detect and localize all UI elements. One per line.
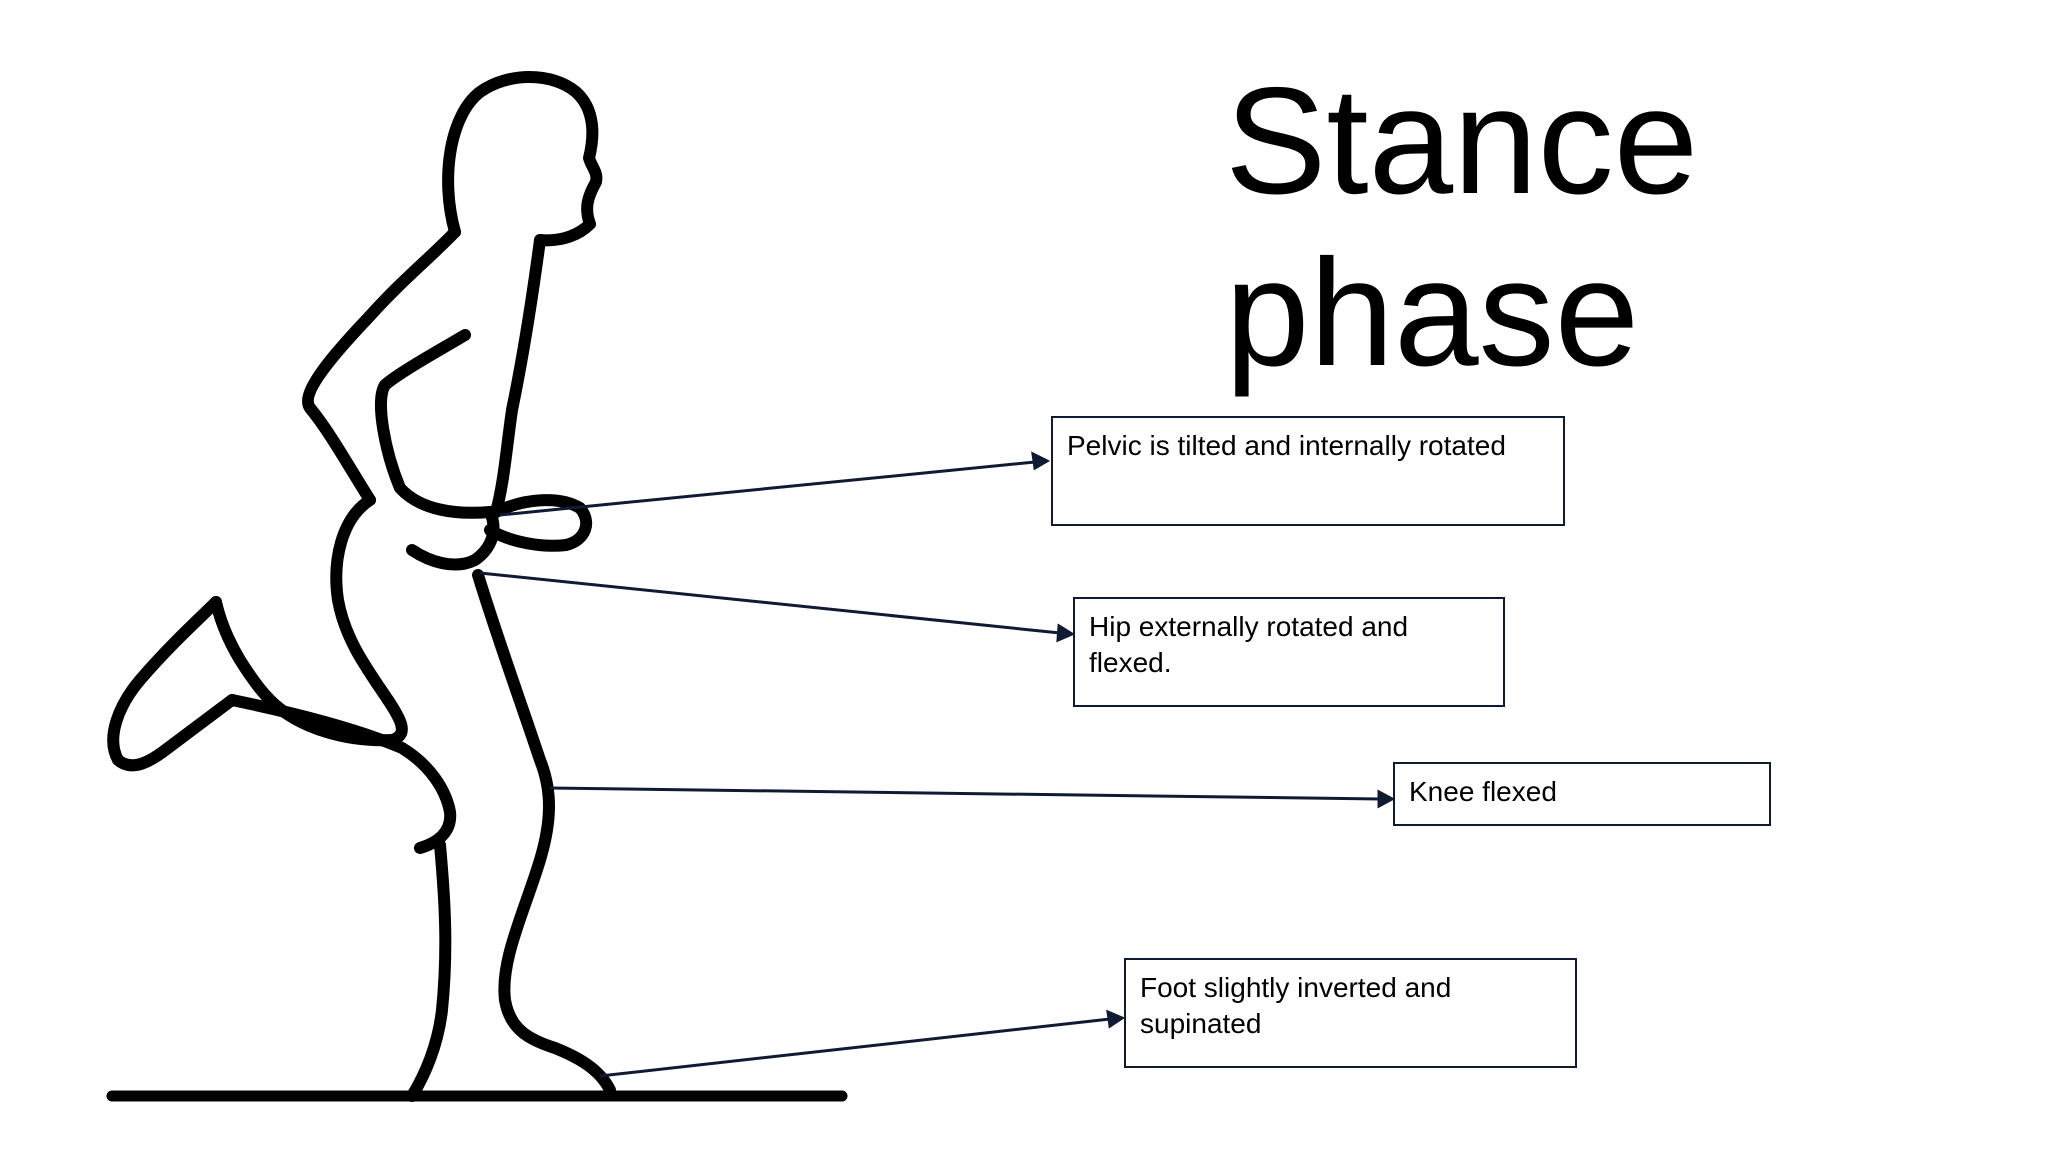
runner-fist	[484, 494, 593, 552]
slide-title: Stance phase	[1225, 55, 1745, 399]
runner-head	[442, 71, 603, 247]
runner-support-leg-back	[406, 839, 452, 1102]
runner-chest	[490, 234, 546, 518]
title-line-1: Stance	[1225, 56, 1699, 226]
hip-callout-arrowhead	[1056, 623, 1076, 643]
runner-arm	[374, 329, 496, 519]
knee-callout-line	[549, 786, 1381, 801]
runner-support-leg-front	[472, 569, 616, 1096]
foot-label-box: Foot slightly inverted and supinated	[1124, 958, 1577, 1068]
foot-callout-line	[599, 1017, 1111, 1078]
pelvis-label-box: Pelvic is tilted and internally rotated	[1051, 416, 1565, 526]
pelvis-label: Pelvic is tilted and internally rotated	[1067, 430, 1506, 461]
knee-label: Knee flexed	[1409, 776, 1557, 807]
pelvis-callout-line	[499, 460, 1036, 517]
hip-label: Hip externally rotated and flexed.	[1089, 611, 1409, 678]
foot-callout-arrowhead	[1106, 1009, 1126, 1029]
runner-rear-shin	[107, 596, 238, 772]
pelvis-callout-arrowhead	[1031, 451, 1051, 471]
foot-label: Foot slightly inverted and supinated	[1140, 972, 1452, 1039]
runner-back	[302, 226, 461, 506]
runner-buttocks	[330, 494, 394, 706]
hip-callout-line	[479, 571, 1061, 635]
title-line-2: phase	[1225, 228, 1640, 398]
knee-callout-arrowhead	[1377, 789, 1396, 809]
runner-wrist	[406, 506, 500, 571]
knee-label-box: Knee flexed	[1393, 762, 1771, 826]
hip-label-box: Hip externally rotated and flexed.	[1073, 597, 1505, 707]
runner-hamstring	[226, 694, 457, 854]
